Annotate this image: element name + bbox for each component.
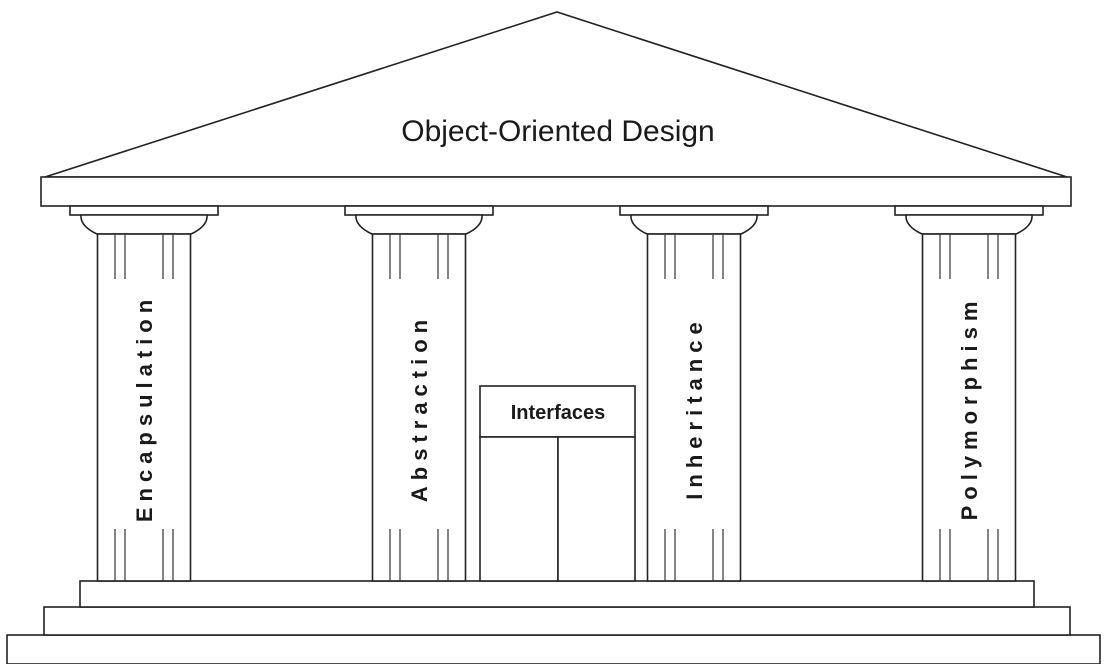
pillar-capital-echinus xyxy=(355,214,483,235)
pillar-capital-echinus xyxy=(80,214,208,235)
pillar-label: Encapsulation xyxy=(132,294,157,522)
entablature-beam xyxy=(40,176,1072,207)
door-header xyxy=(479,385,636,438)
pillar-3: Inheritance xyxy=(619,205,769,582)
roof-title: Object-Oriented Design xyxy=(401,115,714,148)
pillar-capital-echinus xyxy=(905,214,1033,235)
base-step-top xyxy=(79,580,1035,608)
pillar-label: Inheritance xyxy=(682,316,707,499)
roof-pediment xyxy=(44,11,1068,178)
base-step-middle xyxy=(43,606,1071,636)
pillar-shaft xyxy=(371,233,467,582)
pillar-shaft xyxy=(96,233,192,582)
door-left-panel xyxy=(479,436,559,582)
pillar-label: Abstraction xyxy=(407,314,432,502)
pillar-2: Abstraction xyxy=(344,205,494,582)
pillar-shaft xyxy=(646,233,742,582)
pillar-4: Polymorphism xyxy=(894,205,1044,582)
pillar-capital-abacus xyxy=(894,205,1044,216)
door-right-panel xyxy=(557,436,636,582)
pillar-capital-abacus xyxy=(619,205,769,216)
door-label: Interfaces xyxy=(511,402,606,424)
interfaces-door: Interfaces xyxy=(479,385,636,582)
base-step-bottom xyxy=(6,634,1101,664)
pillar-capital-abacus xyxy=(344,205,494,216)
pillar-label: Polymorphism xyxy=(957,296,982,521)
pillar-shaft xyxy=(921,233,1017,582)
pillar-1: Encapsulation xyxy=(69,205,219,582)
pillar-capital-abacus xyxy=(69,205,219,216)
pillar-capital-echinus xyxy=(630,214,758,235)
pillars-group: Encapsulation Abstraction Inheritance Polym… xyxy=(69,205,1044,582)
